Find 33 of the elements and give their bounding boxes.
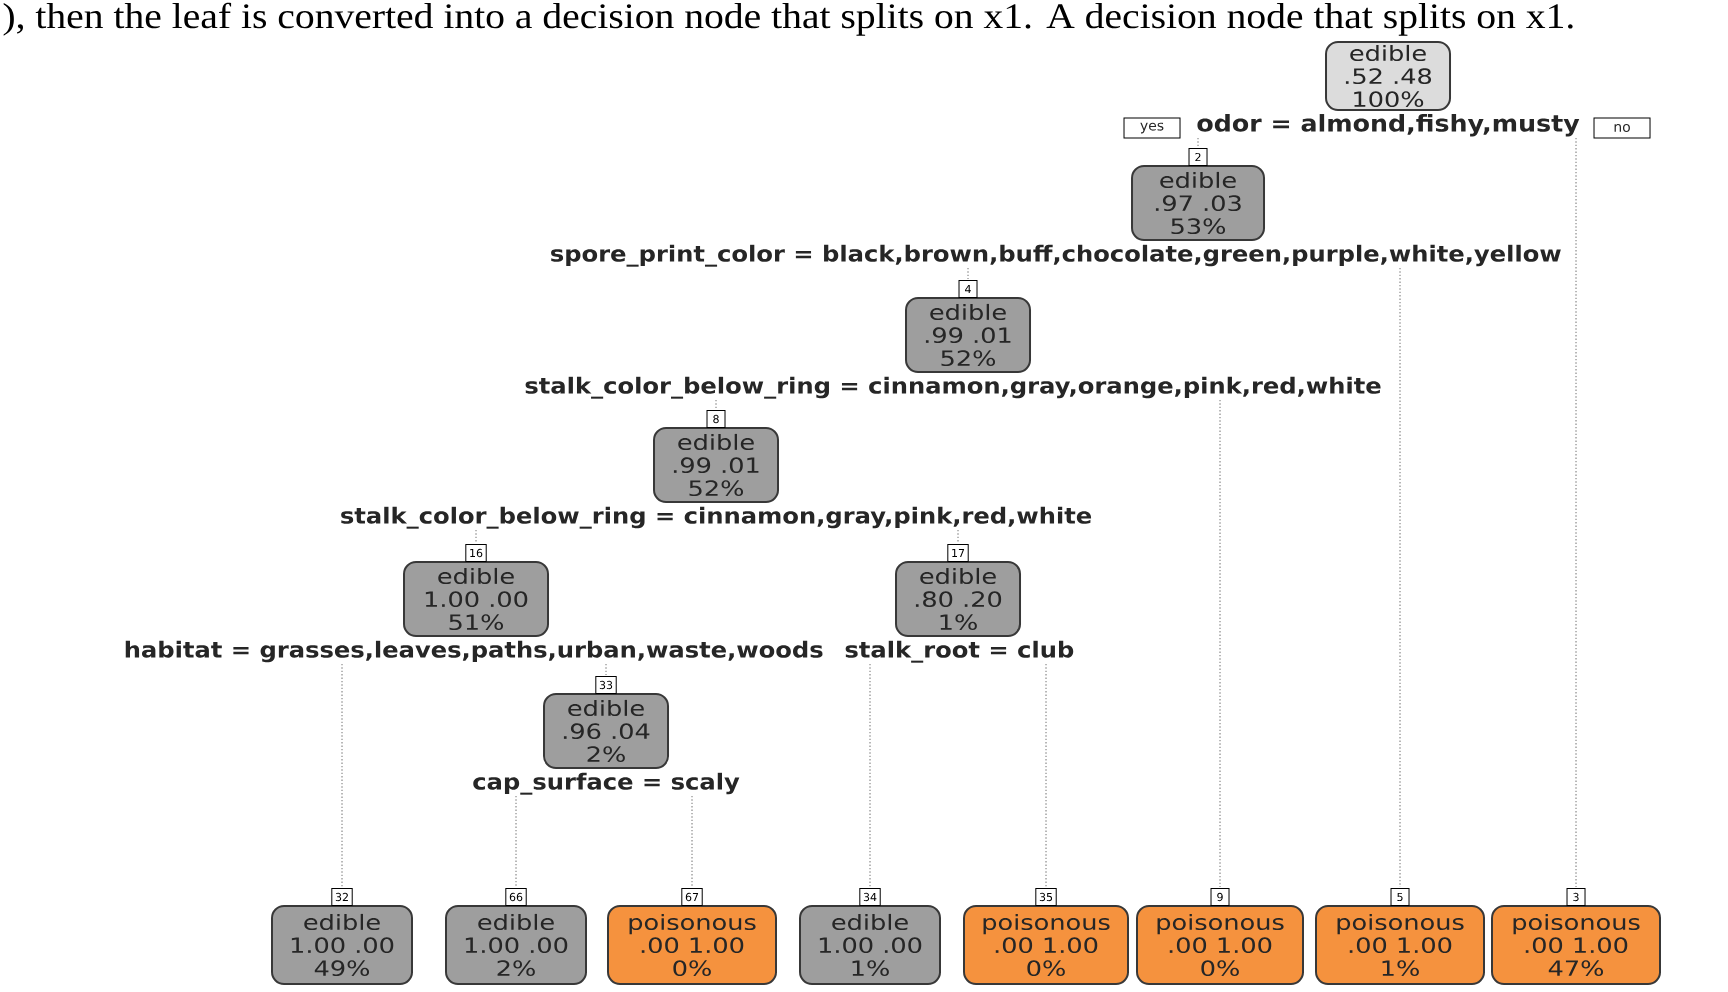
node-box: edible .99 .01 52% xyxy=(905,297,1031,373)
branch-line xyxy=(1399,267,1401,888)
node-box: edible 1.00 .00 49% xyxy=(271,905,413,985)
split-label: stalk_root = club xyxy=(845,640,1074,663)
branch-line xyxy=(1219,399,1221,888)
node-box: edible 1.00 .00 51% xyxy=(403,561,549,637)
split-label: odor = almond,fishy,musty xyxy=(1197,114,1580,137)
body-text: ), then the leaf is converted into a decision node that splits on x1. A decision node that splits on x1. xyxy=(3,2,1573,36)
node-box: edible 1.00 .00 2% xyxy=(445,905,587,985)
branch-line xyxy=(869,663,871,888)
split-label: stalk_color_below_ring = cinnamon,gray,pink,red,white xyxy=(341,506,1092,529)
branch-line xyxy=(341,663,343,888)
branch-line xyxy=(1045,663,1047,888)
node-box: edible .96 .04 2% xyxy=(543,693,669,769)
node-box: edible 1.00 .00 1% xyxy=(799,905,941,985)
node-box: poisonous .00 1.00 0% xyxy=(1136,905,1304,985)
branch-line xyxy=(957,529,959,544)
split-label: cap_surface = scaly xyxy=(473,772,740,795)
node-box: edible .52 .48 100% xyxy=(1325,41,1451,111)
node-box: edible .80 .20 1% xyxy=(895,561,1021,637)
branch-line xyxy=(691,795,693,888)
split-label: stalk_color_below_ring = cinnamon,gray,orange,pink,red,white xyxy=(525,376,1381,399)
node-box: edible .99 .01 52% xyxy=(653,427,779,503)
node-box: poisonous .00 1.00 0% xyxy=(963,905,1129,985)
branch-line xyxy=(1575,137,1577,888)
node-box: edible .97 .03 53% xyxy=(1131,165,1265,241)
node-box: poisonous .00 1.00 1% xyxy=(1315,905,1485,985)
node-box: poisonous .00 1.00 47% xyxy=(1491,905,1661,985)
split-label: spore_print_color = black,brown,buff,chocolate,green,purple,white,yellow xyxy=(551,244,1561,267)
branch-line xyxy=(515,795,517,888)
branch-line xyxy=(475,529,477,544)
node-box: poisonous .00 1.00 0% xyxy=(607,905,777,985)
split-label: habitat = grasses,leaves,paths,urban,waste,woods xyxy=(125,640,823,663)
